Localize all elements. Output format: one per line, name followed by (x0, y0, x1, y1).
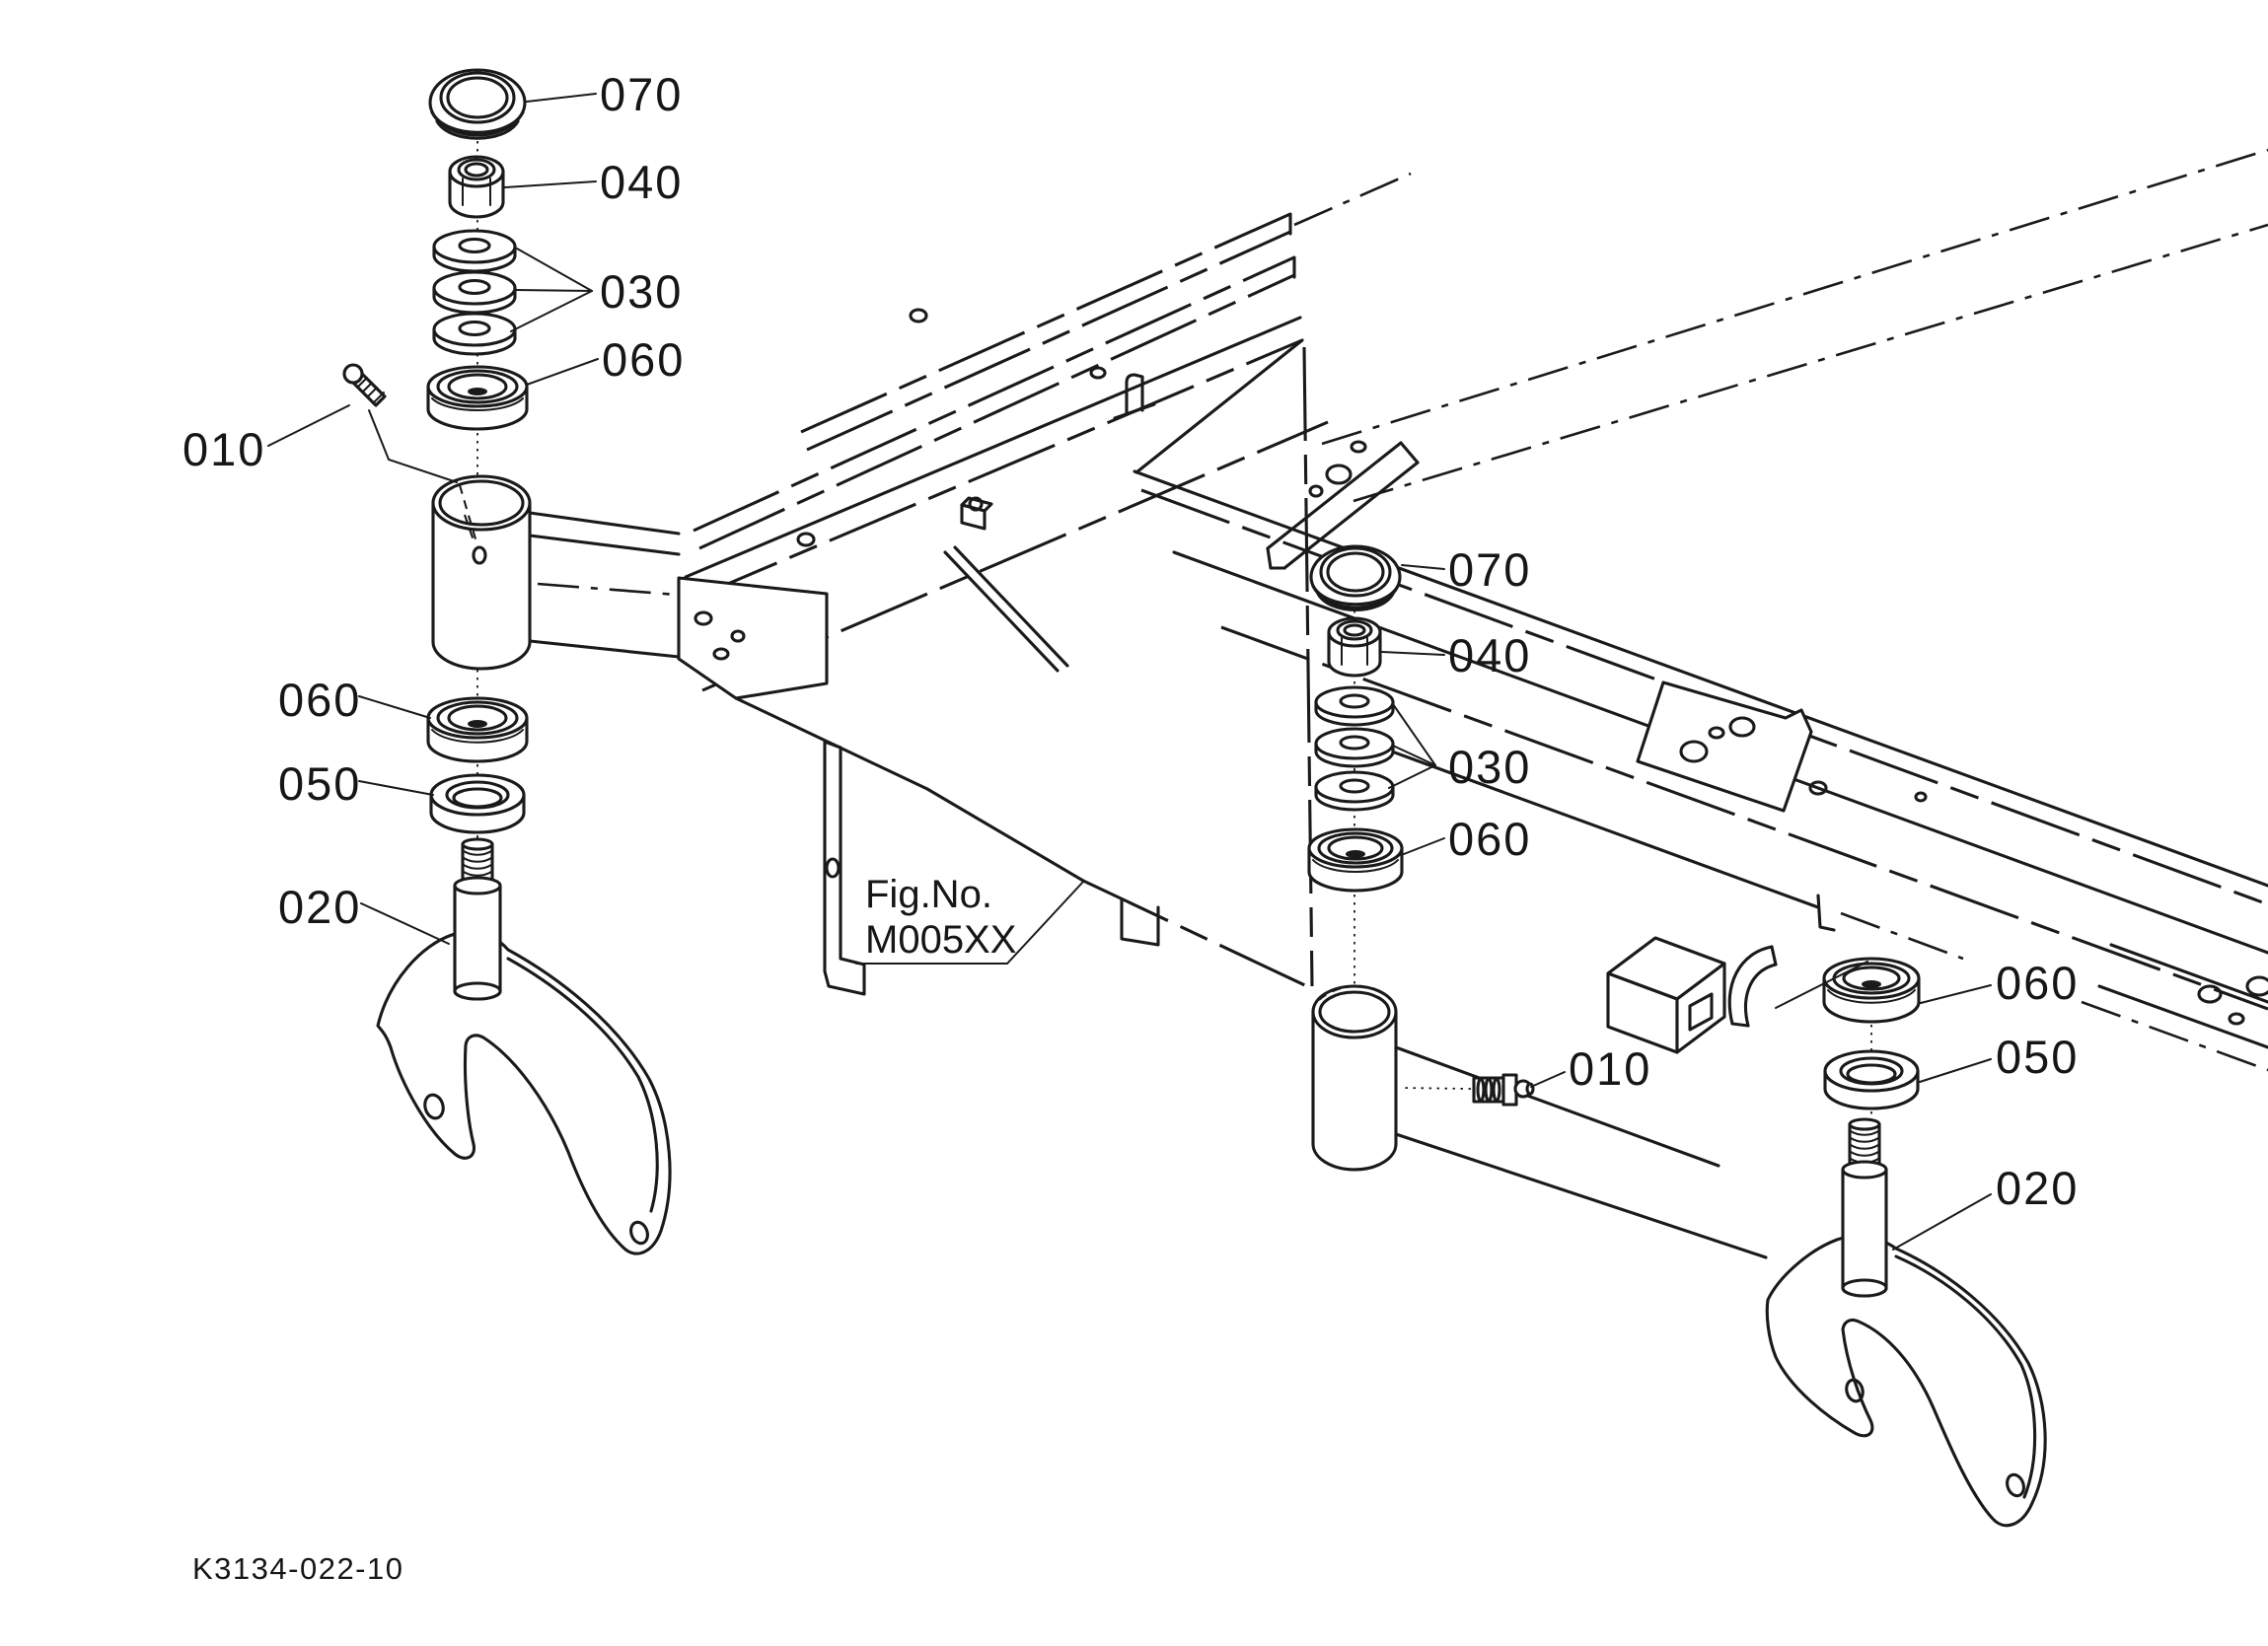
grease-fitting-010-left (342, 363, 387, 407)
callout-left-030: 030 (600, 265, 683, 318)
caster-fork-left (376, 837, 672, 1255)
figure-number-value: M005XX (865, 918, 1016, 962)
part-cap-070-left (428, 68, 527, 140)
callouts: 070 040 030 060 010 060 050 020 070 040 … (183, 68, 2079, 1214)
callout-right-070: 070 (1448, 543, 1531, 596)
part-stack-right-lower (1822, 957, 1921, 1110)
part-seal-050-right (1823, 1049, 1920, 1110)
callout-right-040: 040 (1448, 629, 1531, 681)
caster-fork-right (1765, 1117, 2047, 1528)
callout-left-070: 070 (600, 68, 683, 120)
callout-left-060-lower: 060 (278, 674, 361, 726)
figure-number-label: Fig.No. (865, 873, 992, 916)
callout-left-040: 040 (600, 156, 683, 208)
part-bearing-060-right-lower (1822, 957, 1921, 1024)
part-washers-030-left (432, 229, 517, 356)
part-stack-left-upper (342, 68, 529, 431)
callout-right-010: 010 (1569, 1042, 1651, 1095)
callout-right-050: 050 (1996, 1031, 2079, 1083)
part-stack-left-lower (426, 696, 529, 834)
part-locknut-040-left (448, 155, 505, 219)
callout-right-060-lower: 060 (1996, 957, 2079, 1009)
part-cap-070-right (1309, 544, 1402, 611)
fork-stem-right (1841, 1117, 1888, 1298)
part-washers-030-right (1314, 685, 1395, 812)
leader-lines (267, 93, 1992, 1251)
callout-right-030: 030 (1448, 741, 1531, 793)
callout-left-060-upper: 060 (602, 333, 685, 386)
callout-left-010: 010 (183, 423, 265, 475)
callout-left-050: 050 (278, 757, 361, 810)
drawing-code: K3134-022-10 (192, 1551, 404, 1586)
callout-right-060-upper: 060 (1448, 813, 1531, 865)
part-seal-050-left (429, 773, 526, 834)
part-bearing-060-left-lower (426, 696, 529, 763)
part-bearing-060-right-upper (1307, 827, 1404, 893)
figure-annotation: Fig.No. M005XX (865, 873, 1016, 962)
part-locknut-040-right (1327, 616, 1382, 678)
part-stack-right-upper (1307, 544, 1535, 1107)
fork-stem-left (453, 837, 502, 1001)
grease-fitting-010-right (1472, 1073, 1535, 1107)
part-bearing-060-left-upper (426, 365, 529, 431)
callout-left-020: 020 (278, 881, 361, 933)
callout-right-020: 020 (1996, 1162, 2079, 1214)
